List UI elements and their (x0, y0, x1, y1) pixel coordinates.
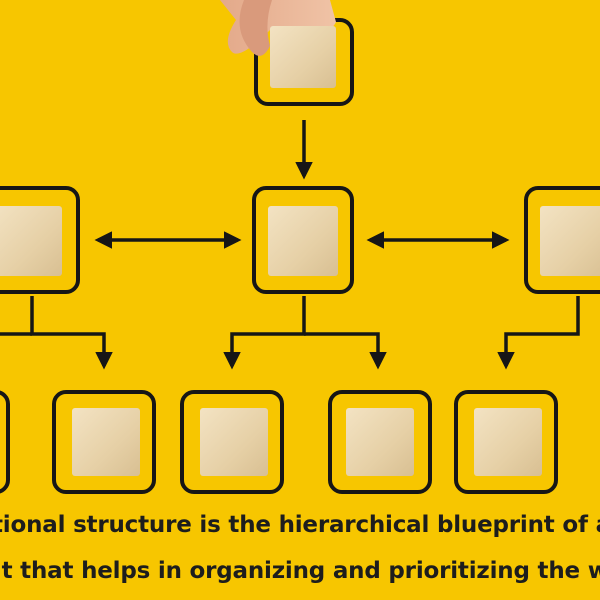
middle-node-center (252, 186, 354, 294)
bottom-node-1 (0, 390, 10, 494)
middle-node-left (0, 186, 80, 294)
middle-node-right (524, 186, 600, 294)
top-block (270, 26, 336, 88)
bottom-node-4 (328, 390, 432, 494)
bottom-node-2 (52, 390, 156, 494)
bottom-node-3 (180, 390, 284, 494)
caption-line-1: tional structure is the hierarchical blu… (0, 512, 600, 538)
caption-line-2: ent that helps in organizing and priorit… (0, 558, 600, 584)
branch-connectors (0, 296, 580, 370)
bottom-node-5 (454, 390, 558, 494)
